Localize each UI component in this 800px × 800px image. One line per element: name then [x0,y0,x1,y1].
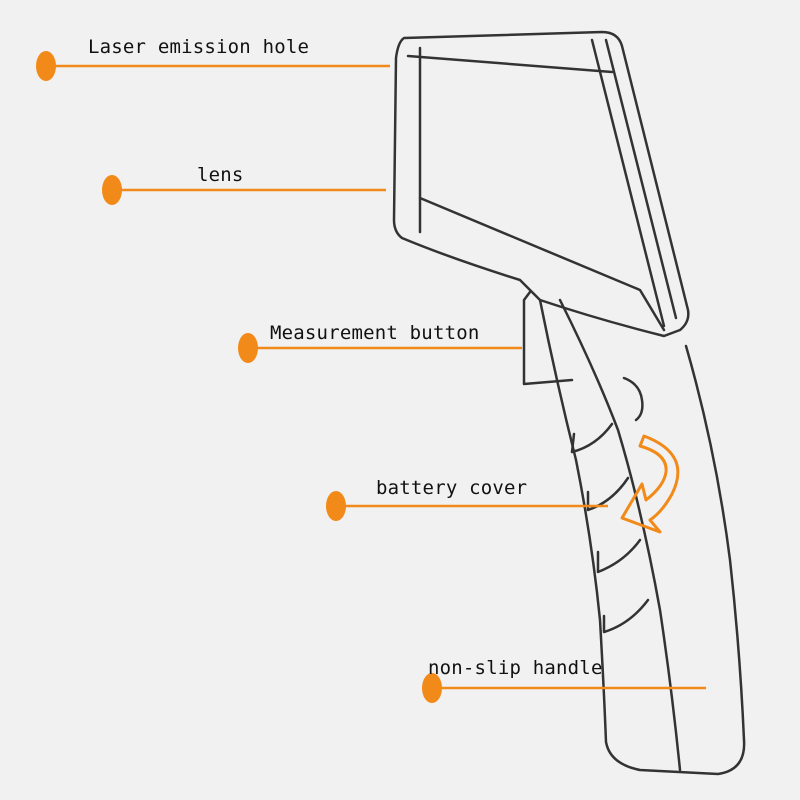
measurement-trigger [522,290,574,386]
label-battery-cover: battery cover [376,477,528,499]
callout-dot [238,333,258,363]
lens-plate [418,196,666,332]
callout-lines [46,64,706,690]
battery-cover-rotation-arrow-icon [620,434,680,534]
battery-bump [622,376,644,422]
label-laser-emission-hole: Laser emission hole [88,36,310,58]
label-non-slip-handle: non-slip handle [428,657,603,679]
callout-dot [326,491,346,521]
thermometer-head-outline [392,30,690,338]
head-top-band [406,54,614,74]
grip-ridge [596,538,642,574]
label-measurement-button: Measurement button [270,322,480,344]
grip-ridge [602,598,650,634]
callout-dots [36,51,442,703]
head-side-line [590,38,666,328]
infrared-thermometer-gun [392,30,746,776]
label-lens: lens [197,164,244,186]
callout-dot [36,51,56,81]
grip-ridge [586,476,630,512]
handle-inner-contour [558,298,682,772]
handle-outline [538,298,746,776]
callout-dot [422,673,442,703]
callout-dot [102,175,122,205]
head-side-line-2 [604,38,678,320]
grip-ridge [570,422,614,454]
